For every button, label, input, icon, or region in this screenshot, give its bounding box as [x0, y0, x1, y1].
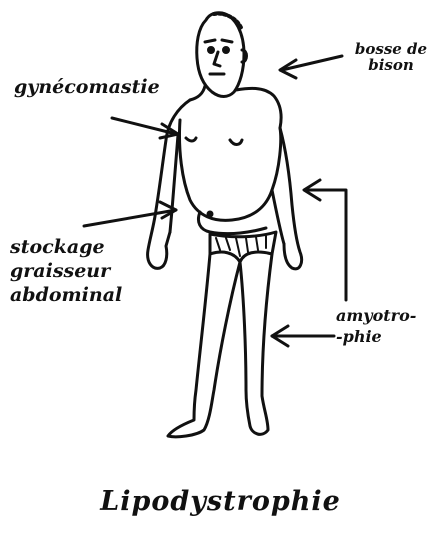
label-abdominal-fat-line2: graisseur	[10, 260, 122, 284]
label-buffalo-hump: bosse de bison	[346, 42, 436, 74]
figure-title: Lipodystrophie	[0, 488, 441, 516]
eye-right	[224, 48, 229, 53]
right-leg	[240, 254, 272, 434]
eye-left	[209, 48, 214, 53]
label-abdominal-fat-line1: stockage	[10, 236, 122, 260]
label-amyotrophy: amyotro- -phie	[336, 306, 416, 348]
buffalo-hump	[236, 88, 281, 128]
label-amyotrophy-line2: -phie	[336, 327, 416, 348]
chest-belly	[179, 120, 280, 220]
label-gynecomastia: gynécomastie	[14, 78, 160, 98]
nose	[214, 52, 220, 66]
nipple-left	[186, 138, 196, 141]
label-amyotrophy-line1: amyotro-	[336, 306, 416, 327]
label-abdominal-fat: stockage graisseur abdominal	[10, 236, 122, 307]
head-outline	[197, 13, 244, 97]
left-leg	[168, 254, 240, 437]
right-arm	[280, 128, 302, 269]
arrow-amyotrophy-upper	[306, 190, 346, 300]
neck-front	[190, 86, 205, 100]
eyebrows	[205, 40, 232, 42]
label-abdominal-fat-line3: abdominal	[10, 284, 122, 308]
navel	[208, 212, 212, 216]
nipple-right	[230, 140, 242, 145]
label-buffalo-hump-line2: bison	[346, 58, 436, 74]
left-arm-inner	[170, 135, 178, 232]
